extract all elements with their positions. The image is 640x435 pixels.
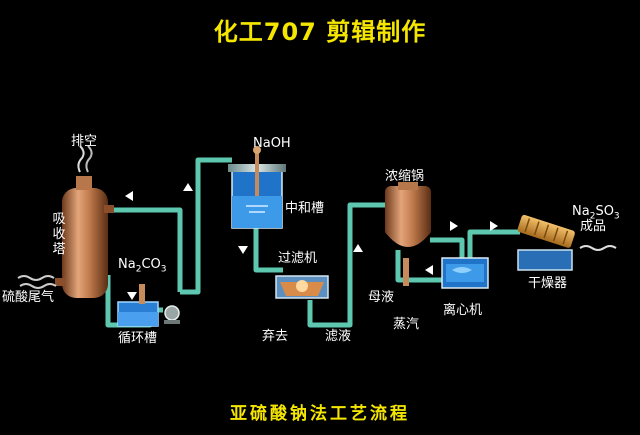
tail-gas-inlet-icon — [17, 275, 57, 289]
label-tail-gas: 硫酸尾气 — [2, 290, 55, 305]
label-product-formula: Na2SO3 — [572, 204, 620, 222]
centrifuge — [441, 257, 489, 289]
pipe-mother-liquor — [395, 250, 442, 283]
arrow-right-icon — [490, 221, 498, 231]
evaporator — [385, 182, 431, 286]
label-dryer: 干燥器 — [528, 276, 568, 291]
pipe-centrifuge-to-dryer — [467, 229, 520, 258]
label-steam: 蒸汽 — [393, 317, 420, 332]
circulation-tank — [117, 284, 159, 327]
arrow-up-icon — [183, 183, 193, 191]
flow-arrows — [125, 183, 498, 300]
diagram-caption: 亚硫酸钠法工艺流程 — [230, 404, 410, 424]
arrow-up-icon — [353, 244, 363, 252]
label-evaporator: 浓缩锅 — [385, 169, 425, 184]
arrow-left-icon — [425, 265, 433, 275]
arrow-right-icon — [450, 221, 458, 231]
pipe-absorber-to-circulation — [108, 207, 183, 292]
label-centrifuge: 离心机 — [443, 303, 483, 318]
label-filtrate: 滤液 — [325, 329, 352, 344]
dryer — [517, 214, 617, 271]
arrow-down-icon — [238, 246, 248, 254]
page-title: 化工707 剪辑制作 — [213, 18, 427, 46]
rotary-filter — [275, 275, 329, 299]
pipe-evaporator-to-centrifuge — [430, 237, 465, 258]
label-circulation-tank: 循环槽 — [118, 331, 158, 346]
arrow-down-icon — [127, 292, 137, 300]
label-product: 成品 — [580, 219, 607, 234]
label-neutralizer: 中和槽 — [285, 201, 325, 216]
pipe-to-neutralizer — [180, 157, 232, 295]
pump-icon — [164, 305, 180, 324]
absorber-tower — [55, 145, 114, 298]
label-naoh: NaOH — [253, 136, 291, 151]
label-discard: 弃去 — [262, 329, 289, 344]
neutralization-tank — [228, 146, 286, 229]
label-mother-liquor: 母液 — [368, 290, 395, 305]
label-vent: 排空 — [71, 134, 98, 149]
label-na2co3: Na2CO3 — [118, 257, 167, 275]
pipes — [105, 157, 520, 328]
label-filter: 过滤机 — [278, 251, 318, 266]
pipe-neutralizer-to-filter — [253, 228, 283, 273]
pipe-filter-to-evaporator — [307, 202, 385, 328]
arrow-left-icon — [125, 191, 133, 201]
label-absorber: 吸收塔 — [52, 212, 66, 257]
